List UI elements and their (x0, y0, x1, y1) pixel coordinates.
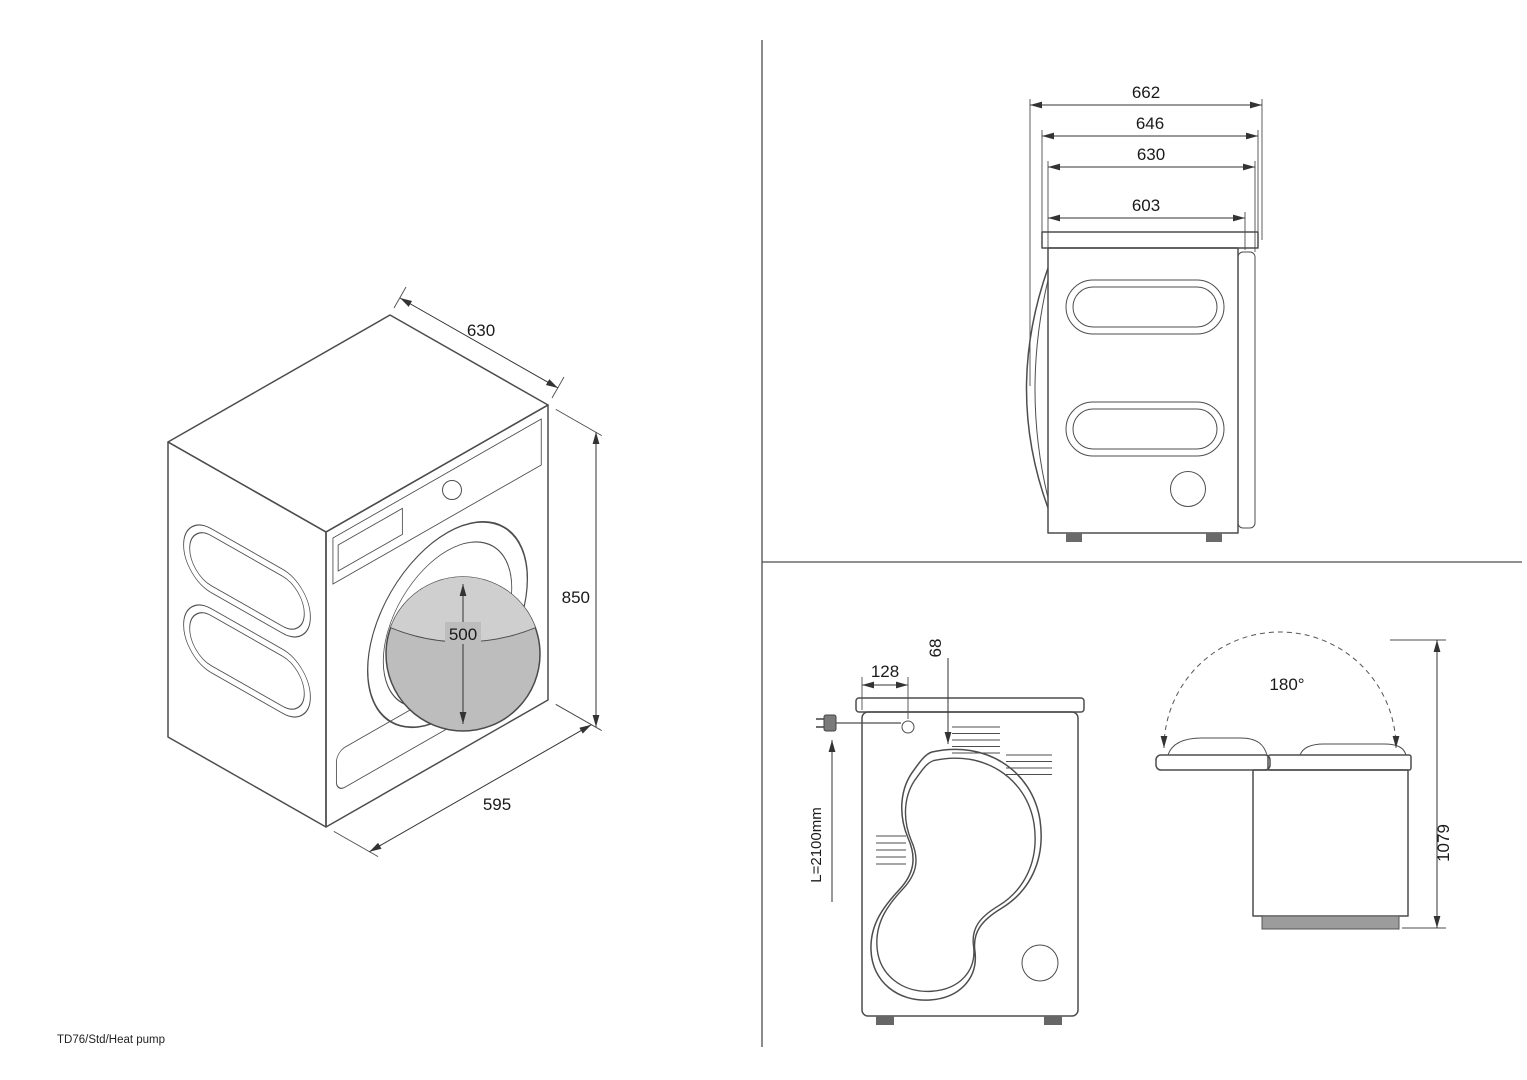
dim-662: 662 (1029, 83, 1263, 386)
foot (1044, 1016, 1062, 1025)
lid-closed-handle (1299, 743, 1407, 756)
vent-slats-left (876, 835, 906, 865)
dashed-rotation-arc (1160, 631, 1400, 749)
foot (1206, 533, 1222, 542)
top-edge (855, 697, 1085, 713)
dim-depth-label: 630 (467, 321, 495, 340)
open-lid-view: 180° 1079 (1155, 631, 1453, 930)
dim-width-label: 595 (483, 795, 511, 814)
side-vent-stadium-inner (1072, 286, 1218, 328)
lid-open-handle (1167, 737, 1268, 756)
dim-603: 603 (1048, 196, 1246, 250)
side-view: 662 646 630 603 (1025, 83, 1263, 542)
foot (1066, 533, 1082, 542)
dim-1079-label: 1079 (1434, 824, 1453, 862)
dim-cord-length-label: L=2100mm (808, 807, 825, 882)
side-vents (183, 524, 311, 718)
hose-outlet (1021, 944, 1059, 982)
machine-body (1252, 769, 1409, 917)
lid-rotation: 180° (1160, 631, 1400, 749)
dim-depth-top: 630 (393, 286, 565, 399)
machine-top-face (167, 314, 549, 533)
dim-128-label: 128 (871, 662, 899, 681)
dim-open-height: 1079 (1390, 639, 1453, 929)
plinth (1261, 915, 1400, 930)
lid-closed (1267, 754, 1412, 771)
dim-646-label: 646 (1136, 114, 1164, 133)
dim-angle-label: 180° (1269, 675, 1304, 694)
side-vent-stadium-inner (1072, 408, 1218, 450)
heat-pump-duct-inner (876, 757, 1036, 993)
lid-open (1155, 754, 1271, 771)
dim-door-diameter: 500 (445, 584, 481, 724)
program-knob (442, 480, 462, 500)
cord-anchor (901, 720, 915, 734)
drain-cap (1170, 471, 1206, 507)
door-bulge-inner (1034, 279, 1049, 499)
dim-height-label: 850 (562, 588, 590, 607)
dim-door-label: 500 (449, 625, 477, 644)
machine-front-face (325, 404, 549, 828)
dim-height: 850 (555, 409, 603, 731)
control-panel-strip (332, 418, 542, 585)
foot (876, 1016, 894, 1025)
dim-662-label: 662 (1132, 83, 1160, 102)
isometric-view: 500 630 850 595 (167, 286, 603, 857)
side-vent-stadium-inner (189, 612, 305, 710)
heat-pump-duct-outline (870, 748, 1042, 1001)
dim-630-label: 630 (1137, 145, 1165, 164)
dim-630: 630 (1047, 145, 1256, 252)
rear-view: L=2100mm 128 68 (808, 639, 1085, 1025)
rear-panel (861, 711, 1079, 1017)
dim-vent-offset: 68 (926, 639, 952, 744)
dim-cord-length: L=2100mm (808, 740, 836, 902)
door-bulge-outer (1025, 267, 1049, 509)
display-window (337, 507, 403, 572)
side-vent-stadium-inner (189, 532, 305, 630)
side-vent-stadium (1065, 401, 1225, 457)
vent-slats-top (952, 726, 1052, 775)
model-label: TD76/Std/Heat pump (57, 1034, 165, 1046)
dim-width: 595 (333, 704, 601, 857)
power-cord (816, 714, 915, 734)
side-vent-stadium (183, 604, 311, 718)
side-vent-stadium (183, 524, 311, 638)
dim-603-label: 603 (1132, 196, 1160, 215)
power-plug-icon (823, 714, 837, 732)
side-vent-stadium (1065, 279, 1225, 335)
dim-cord-offset: 128 (861, 662, 909, 719)
top-lid (1041, 231, 1259, 249)
rear-cover (1237, 251, 1256, 529)
dim-68-label: 68 (926, 639, 945, 658)
dim-646: 646 (1041, 114, 1259, 236)
